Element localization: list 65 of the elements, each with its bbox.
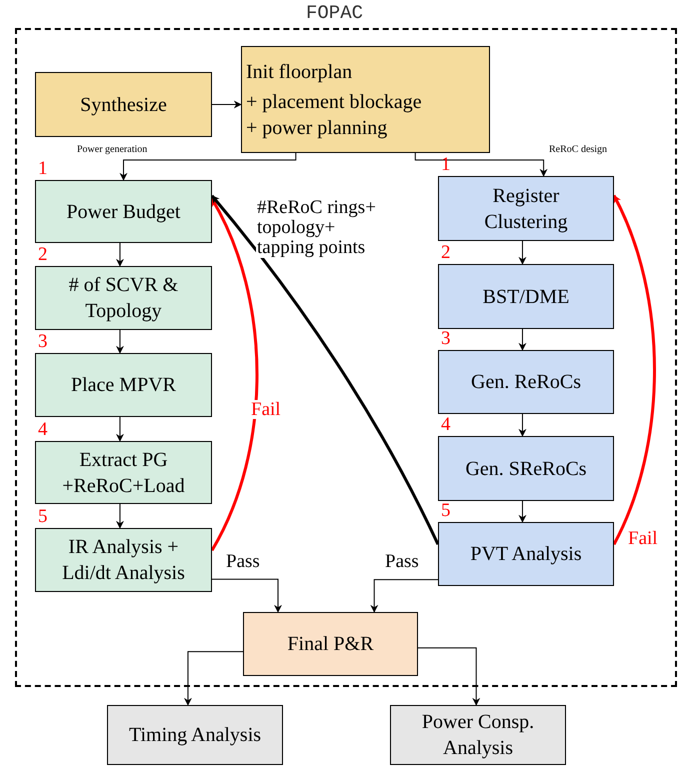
step-number: 3 xyxy=(38,332,48,351)
arrow xyxy=(116,416,124,442)
arrow xyxy=(116,330,124,354)
arrow xyxy=(518,328,526,351)
process-box xyxy=(243,612,418,676)
arrow xyxy=(518,240,526,265)
step-number: 2 xyxy=(38,245,48,264)
arrow xyxy=(120,152,296,181)
node-text: + power planning xyxy=(246,116,388,140)
dashed-frame xyxy=(15,28,677,687)
step-number: 4 xyxy=(38,420,48,439)
step-number: 4 xyxy=(441,415,450,434)
edge-label: ReRoC design xyxy=(548,145,608,155)
step-number: 1 xyxy=(38,159,48,178)
arrow xyxy=(418,647,480,706)
node-text: PVT Analysis xyxy=(470,542,582,567)
arrow xyxy=(414,152,548,177)
process-box xyxy=(35,528,212,592)
node-text: Power Consp. Analysis xyxy=(420,710,536,761)
node-text: + placement blockage xyxy=(246,90,422,114)
node-text: Final P&R xyxy=(287,632,374,657)
arrow xyxy=(518,500,526,523)
node-text: # of SCVR & Topology xyxy=(68,273,180,324)
arrow xyxy=(210,198,258,552)
node-text: Power Budget xyxy=(66,200,180,224)
arrow xyxy=(116,242,124,267)
arrow xyxy=(212,100,242,108)
step-number: 2 xyxy=(441,243,450,262)
arrow xyxy=(612,194,656,546)
arrow xyxy=(210,194,440,546)
node-text: Extract PG +ReRoC+Load xyxy=(61,448,186,498)
arrow xyxy=(184,651,244,706)
process-box xyxy=(438,436,614,501)
step-number: 5 xyxy=(38,507,48,526)
process-box xyxy=(35,353,212,417)
process-box xyxy=(35,180,212,243)
node-text: Place MPVR xyxy=(71,373,176,398)
process-box xyxy=(107,705,283,765)
process-box xyxy=(35,441,212,504)
edge-label: Power generation xyxy=(76,145,148,155)
arrow xyxy=(518,414,526,437)
edge-label: Fail xyxy=(250,400,282,419)
step-number: 1 xyxy=(441,155,450,174)
arrow xyxy=(116,504,124,529)
node-text: Gen. SReRoCs xyxy=(465,456,587,482)
frame-title: FOPAC xyxy=(306,4,364,23)
step-number: 3 xyxy=(441,329,450,348)
node-text: Init floorplan xyxy=(246,60,352,84)
node-text: Timing Analysis xyxy=(128,723,262,748)
process-box xyxy=(35,266,212,330)
node-text: IR Analysis + Ldi/dt Analysis xyxy=(61,535,186,586)
process-box xyxy=(438,522,614,586)
process-box xyxy=(241,46,490,153)
process-box xyxy=(438,264,614,329)
process-box xyxy=(438,350,614,414)
node-text: Gen. ReRoCs xyxy=(471,370,581,395)
process-box xyxy=(438,176,614,241)
step-number: 5 xyxy=(441,501,450,520)
process-box xyxy=(390,705,566,765)
arrow xyxy=(370,579,438,613)
node-text: Synthesize xyxy=(80,92,167,118)
node-text: Register Clustering xyxy=(483,184,569,234)
node-text: BST/DME xyxy=(482,284,570,310)
process-box xyxy=(35,72,212,137)
arrow xyxy=(212,578,282,613)
